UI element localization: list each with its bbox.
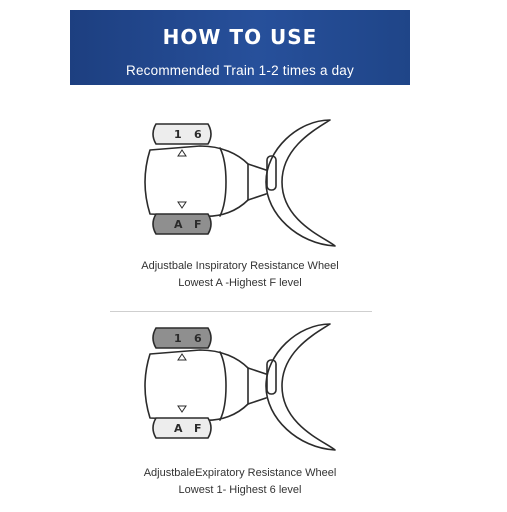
bottom-resistance-wheel[interactable]: A F [152, 213, 212, 235]
how-to-use-banner: HOW TO USE Recommended Train 1-2 times a… [70, 10, 410, 85]
banner-subtitle: Recommended Train 1-2 times a day [126, 63, 354, 78]
wheel-mark: 6 [194, 332, 202, 345]
body-neck [247, 163, 267, 201]
wheel-mark: F [194, 218, 202, 231]
wheel-mark: A [174, 422, 183, 435]
wheel-mark: F [194, 422, 202, 435]
caption-line: Adjustbale Inspiratory Resistance Wheel [141, 260, 339, 272]
wheel-mark: 1 [174, 128, 182, 141]
bottom-resistance-wheel[interactable]: A F [152, 417, 212, 439]
wheel-mark: 6 [194, 128, 202, 141]
body-ridge [219, 147, 227, 217]
section-divider [110, 311, 372, 312]
down-arrow-icon [177, 201, 187, 209]
top-resistance-wheel[interactable]: 1 6 [152, 327, 212, 349]
inspiratory-trainer-illustration: 1 6 A F [144, 119, 336, 247]
caption-line: Lowest 1- Highest 6 level [178, 484, 302, 496]
mouthpiece-slot [266, 359, 277, 395]
wheel-mark: 1 [174, 332, 182, 345]
down-arrow-icon [177, 405, 187, 413]
top-resistance-wheel[interactable]: 1 6 [152, 123, 212, 145]
caption-line: Lowest A -Highest F level [178, 277, 302, 289]
device-body [144, 145, 249, 218]
body-ridge [219, 351, 227, 421]
mouthpiece-slot [266, 155, 277, 191]
body-neck [247, 367, 267, 405]
wheel-mark: A [174, 218, 183, 231]
device-body [144, 349, 249, 422]
up-arrow-icon [177, 353, 187, 361]
banner-title: HOW TO USE [162, 25, 318, 49]
mouthpiece [265, 119, 336, 247]
caption-line: AdjustbaleExpiratory Resistance Wheel [143, 467, 337, 479]
mouthpiece [265, 323, 336, 451]
expiratory-trainer-illustration: 1 6 A F [144, 323, 336, 451]
up-arrow-icon [177, 149, 187, 157]
expiratory-caption: AdjustbaleExpiratory Resistance Wheel Lo… [60, 465, 420, 499]
inspiratory-caption: Adjustbale Inspiratory Resistance Wheel … [60, 258, 420, 292]
